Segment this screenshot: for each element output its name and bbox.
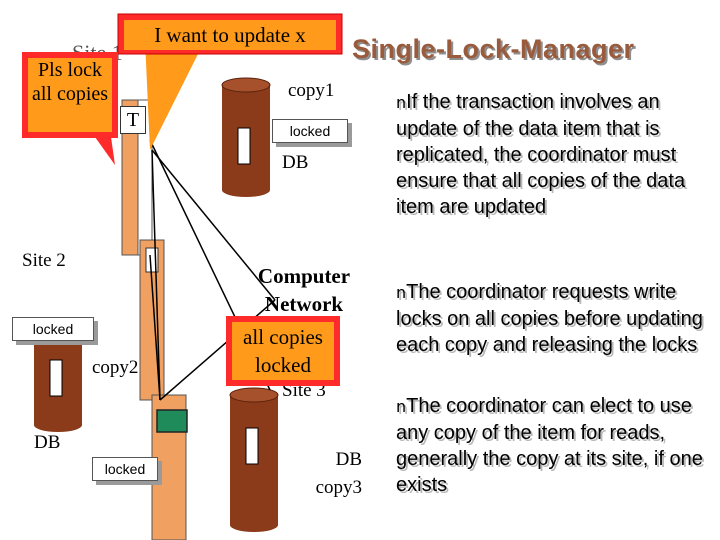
bullet-3: nThe coordinator can elect to use any co… bbox=[396, 393, 708, 498]
copy1-label: copy1 bbox=[288, 80, 335, 101]
locked-badge-copy1: locked bbox=[272, 119, 348, 143]
db-cylinder-copy2 bbox=[34, 325, 82, 432]
pls-lock-callout bbox=[22, 52, 118, 165]
site2-label: Site 2 bbox=[22, 250, 66, 271]
slide-title: Single-Lock-Manager bbox=[352, 34, 635, 64]
db2-label: DB bbox=[34, 432, 61, 453]
db-cylinder-copy3 bbox=[229, 387, 279, 532]
bullet-1-marker: n bbox=[396, 93, 407, 112]
bullet-3-marker: n bbox=[396, 397, 407, 416]
locked-badge-copy2: locked bbox=[12, 317, 94, 341]
copy2-label: copy2 bbox=[92, 357, 139, 378]
transaction-box: T bbox=[120, 106, 146, 134]
all-locked-callout-text: all copies locked bbox=[243, 325, 323, 377]
locked-badge-copy3: locked bbox=[92, 457, 158, 481]
db1-label: DB bbox=[282, 152, 309, 173]
bullet-3-text: The coordinator can elect to use any cop… bbox=[396, 395, 703, 496]
all-locked-callout bbox=[225, 316, 340, 386]
update-callout-text: I want to update x bbox=[154, 23, 306, 47]
copy3-label: DB copy3 bbox=[315, 449, 362, 498]
site2-column bbox=[139, 239, 165, 401]
pls-lock-callout-text: Pls lock all copies bbox=[31, 59, 109, 105]
update-callout bbox=[117, 13, 343, 150]
bullet-1: nIf the transaction involves an update o… bbox=[396, 89, 708, 220]
bullet-1-text: If the transaction involves an update of… bbox=[396, 91, 686, 218]
db-cylinder-copy1 bbox=[221, 77, 271, 197]
network-label: Computer Network bbox=[257, 264, 351, 316]
site3-column bbox=[151, 394, 188, 540]
bullet-2-marker: n bbox=[396, 283, 407, 302]
bullet-2-text: The coordinator requests write locks on … bbox=[396, 281, 703, 356]
bullet-2: nThe coordinator requests write locks on… bbox=[396, 279, 708, 358]
